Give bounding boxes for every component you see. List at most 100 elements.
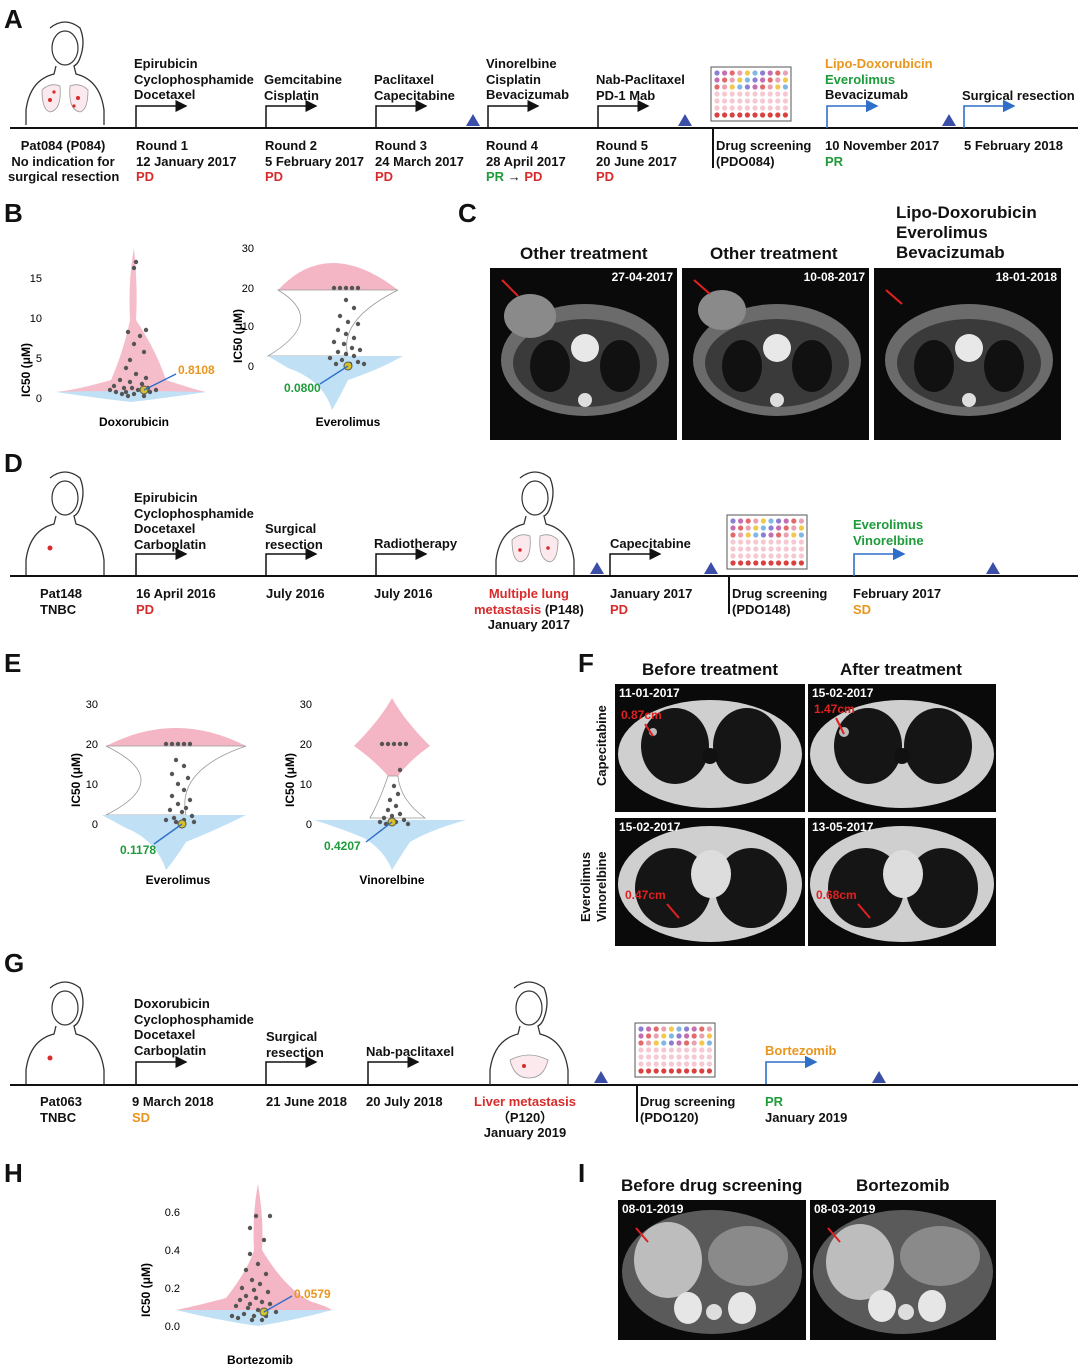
- plate-well: [760, 539, 766, 545]
- plate-well: [699, 1047, 705, 1053]
- violin-dot: [265, 1289, 271, 1295]
- g-screening: Drug screening(PDO120): [640, 1094, 736, 1125]
- svg-text:20: 20: [300, 739, 312, 751]
- plate-well: [676, 1068, 682, 1074]
- plate-well: [668, 1054, 674, 1060]
- violin-dot: [147, 389, 153, 395]
- violin-dot: [141, 349, 147, 355]
- plate-well: [783, 532, 789, 538]
- plate-well: [729, 91, 735, 97]
- plate-well: [760, 91, 766, 97]
- g-metastasis: Liver metastasis （P120） January 2019: [474, 1094, 576, 1140]
- step-arrow-g2: [265, 1056, 318, 1084]
- plate-well: [744, 91, 750, 97]
- plate-well: [782, 77, 788, 83]
- plate-well: [760, 546, 766, 552]
- violin-doxorubicin: IC50 (μM) 0.8108 15 10 5 0 Doxorubicin: [19, 248, 215, 429]
- blue-triangle-marker: [678, 114, 692, 126]
- violin-dot: [355, 359, 361, 365]
- violin-dot: [393, 803, 399, 809]
- screening-tick-d: [728, 576, 730, 614]
- plate-well: [646, 1068, 652, 1074]
- violin-vinorelbine-e: IC50 (μM) 0.4207 30 20 10 0 Vinorelbine: [283, 698, 466, 887]
- g-final-drug: Bortezomib: [765, 1043, 837, 1058]
- violin-dot: [123, 365, 129, 371]
- svg-text:10: 10: [86, 779, 98, 791]
- violin-dot: [253, 1213, 259, 1219]
- plate-well: [768, 553, 774, 559]
- ct-lung-f4: 13-05-2017 0.68cm: [808, 818, 996, 946]
- step-arrow-a4: [487, 100, 540, 128]
- ct-abdomen-i2: 08-03-2019: [810, 1200, 996, 1340]
- plate-well: [722, 91, 728, 97]
- violin-dot: [119, 391, 125, 397]
- violin-dot: [405, 821, 411, 827]
- plate-well: [760, 105, 766, 111]
- plate-well: [791, 560, 797, 566]
- svg-text:0.0800: 0.0800: [284, 381, 321, 395]
- plate-well: [684, 1068, 690, 1074]
- svg-text:0.1178: 0.1178: [120, 843, 156, 857]
- svg-text:30: 30: [242, 243, 254, 255]
- panel-label-e: E: [4, 648, 22, 678]
- plate-well: [744, 77, 750, 83]
- plate-well: [653, 1026, 659, 1032]
- violin-dot: [113, 389, 119, 395]
- plate-well: [676, 1033, 682, 1039]
- d-step2-date: July 2016: [266, 586, 325, 601]
- violin-dot: [131, 341, 137, 347]
- violin-dot: [127, 357, 133, 363]
- violin-everolimus-b: IC50 (μM) 0.0800 30 20 10 0 Everolimus: [231, 243, 403, 429]
- plate-well: [782, 105, 788, 111]
- patient-silhouette-d: [25, 471, 105, 575]
- plate-well: [661, 1040, 667, 1046]
- plate-well: [737, 105, 743, 111]
- plate-well: [760, 98, 766, 104]
- plate-well: [668, 1068, 674, 1074]
- plate-well: [768, 546, 774, 552]
- ylabel-b-left: IC50 (μM): [19, 343, 33, 397]
- svg-text:0.2: 0.2: [165, 1283, 180, 1295]
- plate-well: [684, 1033, 690, 1039]
- violin-dot: [187, 797, 193, 803]
- svg-text:30: 30: [86, 699, 98, 711]
- plate-well: [729, 98, 735, 104]
- plate-well: [767, 98, 773, 104]
- violin-dot: [343, 351, 349, 357]
- plate-well: [752, 70, 758, 76]
- plate-well: [745, 525, 751, 531]
- svg-text:Vinorelbine: Vinorelbine: [359, 873, 424, 887]
- plate-well: [783, 546, 789, 552]
- well-plate-icon: [726, 514, 808, 570]
- plate-well: [775, 105, 781, 111]
- plate-well: [791, 518, 797, 524]
- plate-well: [653, 1047, 659, 1053]
- final-arrow-g: [765, 1056, 818, 1084]
- plate-well: [714, 77, 720, 83]
- plate-well: [738, 560, 744, 566]
- violin-dot: [343, 297, 349, 303]
- violin-dot: [251, 1287, 257, 1293]
- c-title-2: Other treatment: [710, 244, 838, 263]
- plate-well: [714, 98, 720, 104]
- svg-text:0.0579: 0.0579: [294, 1287, 331, 1301]
- plate-well: [676, 1047, 682, 1053]
- patient-silhouette-d2: [495, 471, 575, 575]
- violin-dot: [191, 819, 197, 825]
- plate-well: [791, 539, 797, 545]
- violin-dot: [379, 741, 385, 747]
- step-arrow-a2: [265, 100, 318, 128]
- violin-dot: [389, 813, 395, 819]
- screening-tick-a: [712, 128, 714, 168]
- violin-dot: [249, 1277, 255, 1283]
- violin-dot: [171, 815, 177, 821]
- plate-well: [661, 1068, 667, 1074]
- plate-well: [744, 98, 750, 104]
- plate-well: [775, 70, 781, 76]
- blue-triangle-marker: [594, 1071, 608, 1083]
- plate-well: [699, 1061, 705, 1067]
- violin-dot: [391, 783, 397, 789]
- violin-dot: [139, 381, 145, 387]
